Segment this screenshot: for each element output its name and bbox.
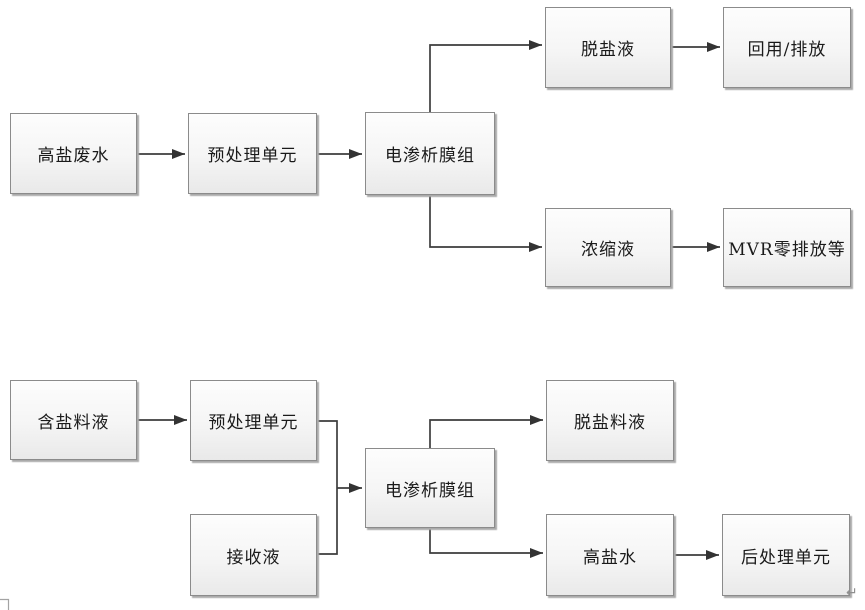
node-label: 接收液 bbox=[226, 547, 281, 568]
node-label: 高盐废水 bbox=[37, 146, 110, 166]
edge-merge-pretreatment-receiving bbox=[317, 420, 338, 555]
edge-ed-to-desalted-liquid bbox=[429, 40, 542, 112]
node-high-salt-water: 高盐水 bbox=[546, 514, 674, 596]
node-label: 预处理单元 bbox=[207, 146, 298, 166]
node-label: 电渗析膜组 bbox=[385, 480, 475, 501]
node-desalted-liquid: 脱盐液 bbox=[545, 7, 671, 88]
node-receiving-liquid: 接收液 bbox=[190, 514, 317, 596]
edge-ed-to-concentrated-liquid bbox=[429, 195, 542, 252]
node-label: 浓缩液 bbox=[581, 240, 635, 260]
node-pretreatment-unit-2: 预处理单元 bbox=[190, 380, 317, 461]
edge-ed-to-high-salt-water bbox=[429, 528, 543, 558]
node-label: 含盐料液 bbox=[37, 412, 110, 433]
node-posttreatment-unit: 后处理单元 bbox=[722, 514, 850, 596]
node-mvr-zero-discharge: MVR零排放等 bbox=[723, 208, 851, 287]
node-electrodialysis-module-2: 电渗析膜组 bbox=[365, 448, 495, 528]
node-desalted-feed-liquid: 脱盐料液 bbox=[546, 380, 674, 461]
node-label: 高盐水 bbox=[583, 547, 637, 568]
node-electrodialysis-module-1: 电渗析膜组 bbox=[365, 112, 495, 195]
node-concentrated-liquid: 浓缩液 bbox=[545, 208, 671, 287]
node-label: 回用/排放 bbox=[747, 40, 827, 60]
node-salt-feed-liquid: 含盐料液 bbox=[10, 380, 137, 460]
node-label: 电渗析膜组 bbox=[385, 146, 475, 166]
canvas-corner-mark bbox=[0, 598, 10, 610]
node-reuse-discharge: 回用/排放 bbox=[723, 7, 851, 88]
edge-ed-to-desalted-feed bbox=[429, 415, 543, 448]
paragraph-return-mark: ↵ bbox=[846, 585, 858, 601]
node-label: 预处理单元 bbox=[208, 413, 299, 433]
node-label: 脱盐料液 bbox=[574, 413, 646, 433]
node-label: MVR零排放等 bbox=[728, 240, 846, 260]
node-high-salt-wastewater: 高盐废水 bbox=[10, 113, 137, 194]
node-label: 后处理单元 bbox=[741, 547, 831, 568]
node-pretreatment-unit-1: 预处理单元 bbox=[188, 113, 317, 194]
node-label: 脱盐液 bbox=[581, 40, 635, 60]
